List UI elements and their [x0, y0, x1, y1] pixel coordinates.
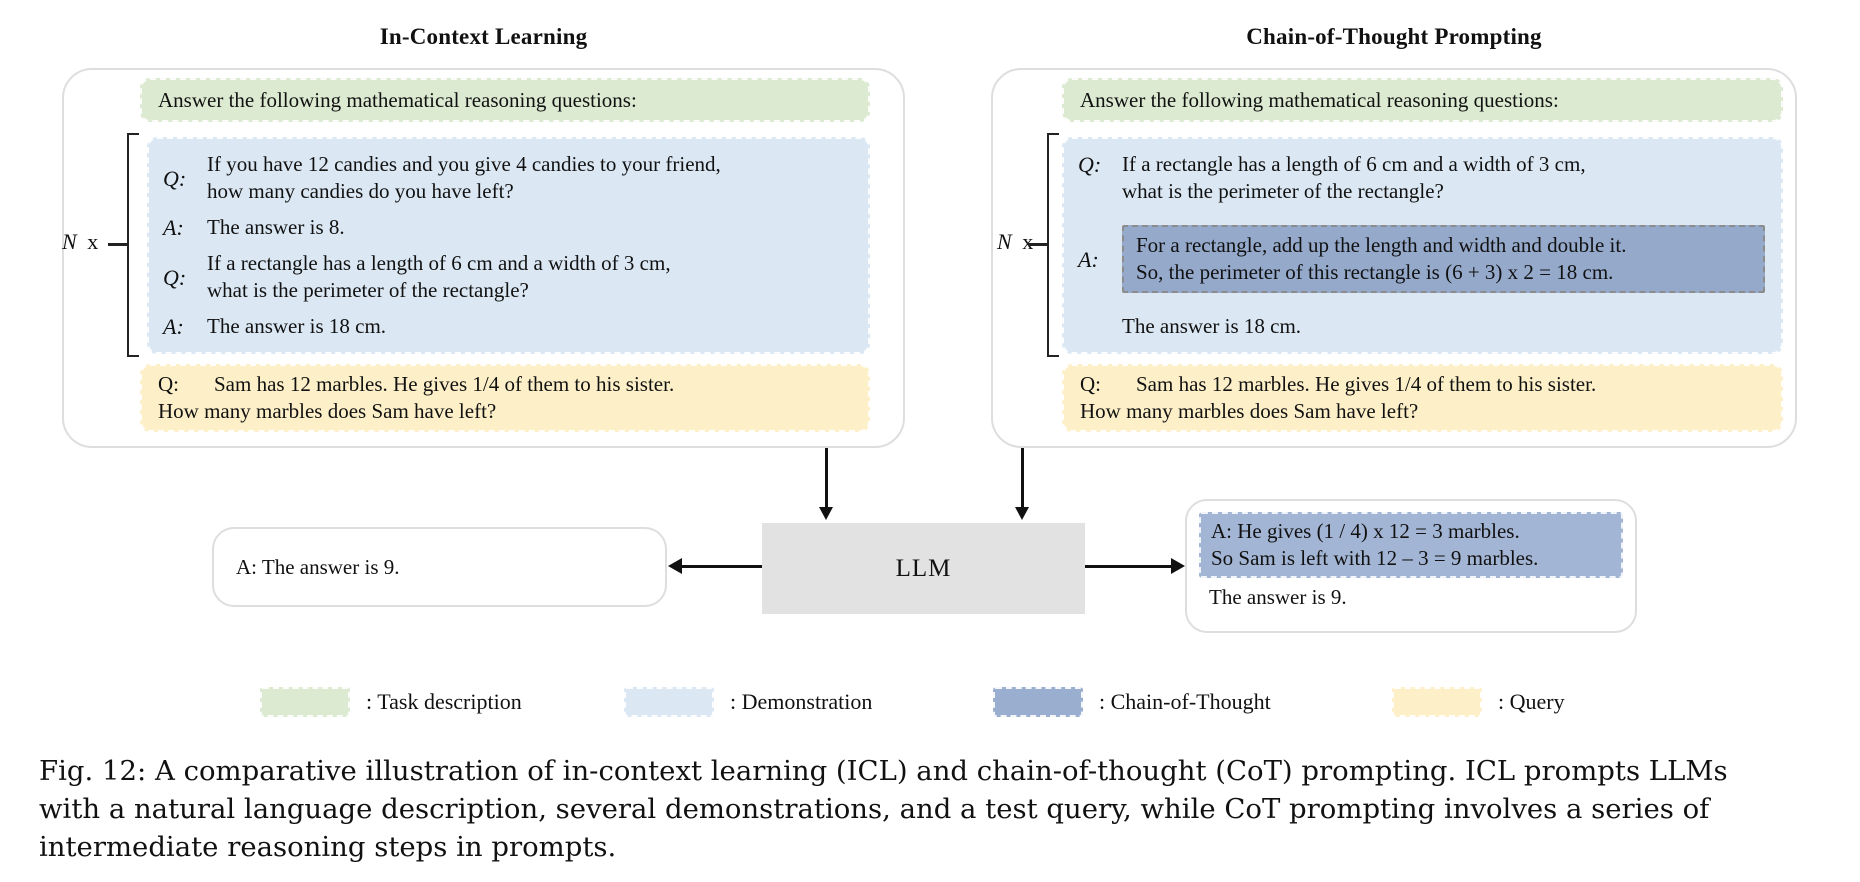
legend-swatch-task [260, 687, 350, 717]
cot-output-reasoning: A: He gives (1 / 4) x 12 = 3 marbles. So… [1199, 512, 1623, 578]
cot-task-text: Answer the following mathematical reason… [1080, 87, 1559, 112]
icl-task-description-box: Answer the following mathematical reason… [140, 78, 870, 122]
legend-chain-of-thought: : Chain-of-Thought [993, 687, 1271, 717]
a-label: A: [163, 314, 184, 339]
legend-query: : Query [1392, 687, 1565, 717]
icl-query-line1: Q: Sam has 12 marbles. He gives 1/4 of t… [158, 371, 852, 398]
a-label: A: [163, 215, 184, 240]
a-label: A: [1078, 246, 1099, 272]
icl-bracket-tick [108, 243, 128, 246]
q-label: Q: [163, 264, 187, 290]
cot-panel: Answer the following mathematical reason… [991, 68, 1797, 448]
cot-query-box: Q: Sam has 12 marbles. He gives 1/4 of t… [1062, 364, 1783, 432]
legend-task-description: : Task description [260, 687, 522, 717]
cot-task-description-box: Answer the following mathematical reason… [1062, 78, 1783, 122]
arrow-cot-to-llm [1016, 448, 1028, 520]
figure-caption: Fig. 12: A comparative illustration of i… [39, 755, 1728, 863]
cot-demo-a: A: For a rectangle, add up the length an… [1078, 225, 1767, 293]
q-label: Q: [163, 165, 187, 191]
cot-query-text1: Sam has 12 marbles. He gives 1/4 of them… [1136, 372, 1597, 396]
q2-text: If a rectangle has a length of 6 cm and … [207, 251, 671, 302]
icl-output-text: A: The answer is 9. [236, 554, 400, 579]
cot-title: Chain-of-Thought Prompting [1246, 24, 1542, 49]
icl-task-text: Answer the following mathematical reason… [158, 87, 637, 112]
legend-demonstration: : Demonstration [624, 687, 872, 717]
q-label: Q: [1080, 372, 1101, 396]
cot-bracket-tick [1028, 243, 1048, 246]
cot-output-answer: The answer is 9. [1209, 585, 1347, 609]
legend-swatch-query [1392, 687, 1482, 717]
q-label: Q: [158, 372, 179, 396]
icl-demonstration-box: Q: If you have 12 candies and you give 4… [147, 137, 870, 354]
legend-label-query: : Query [1498, 689, 1565, 714]
cot-n-times-label: N x [997, 229, 1034, 254]
icl-query-box: Q: Sam has 12 marbles. He gives 1/4 of t… [140, 364, 870, 432]
icl-demo-a1: A: The answer is 8. [163, 214, 854, 241]
cot-demonstration-box: Q: If a rectangle has a length of 6 cm a… [1062, 137, 1783, 354]
cot-q-text: If a rectangle has a length of 6 cm and … [1122, 152, 1586, 203]
q-label: Q: [1078, 152, 1102, 177]
cot-demo-answer: The answer is 18 cm. [1122, 314, 1302, 338]
icl-demo-q1: Q: If you have 12 candies and you give 4… [163, 151, 854, 205]
a2-text: The answer is 18 cm. [207, 314, 387, 338]
llm-box: LLM [762, 523, 1085, 614]
cot-output-box: A: He gives (1 / 4) x 12 = 3 marbles. So… [1185, 499, 1637, 633]
icl-title: In-Context Learning [379, 24, 588, 49]
icl-output-box: A: The answer is 9. [212, 527, 667, 607]
cot-reasoning-box: For a rectangle, add up the length and w… [1122, 225, 1765, 293]
legend-swatch-demonstration [624, 687, 714, 717]
icl-n-times-label: N x [62, 229, 99, 254]
cot-demo-q: Q: If a rectangle has a length of 6 cm a… [1078, 151, 1767, 205]
arrow-llm-to-cot-output [1085, 559, 1185, 573]
icl-panel: Answer the following mathematical reason… [62, 68, 905, 448]
icl-query-text1: Sam has 12 marbles. He gives 1/4 of them… [214, 372, 675, 396]
arrow-llm-to-icl-output [668, 559, 762, 573]
icl-demo-q2: Q: If a rectangle has a length of 6 cm a… [163, 250, 854, 304]
cot-query-line1: Q: Sam has 12 marbles. He gives 1/4 of t… [1080, 371, 1765, 398]
legend-label-task: : Task description [366, 689, 522, 714]
icl-query-line2: How many marbles does Sam have left? [158, 399, 497, 423]
icl-demo-a2: A: The answer is 18 cm. [163, 313, 854, 340]
cot-query-line2: How many marbles does Sam have left? [1080, 399, 1419, 423]
legend-label-demonstration: : Demonstration [730, 689, 873, 714]
a1-text: The answer is 8. [207, 215, 345, 239]
q1-text: If you have 12 candies and you give 4 ca… [207, 152, 721, 203]
arrow-icl-to-llm [820, 448, 832, 520]
legend-label-cot: : Chain-of-Thought [1099, 689, 1271, 714]
llm-label: LLM [895, 554, 952, 582]
icl-bracket [127, 133, 139, 357]
cot-bracket [1047, 133, 1059, 357]
legend-swatch-cot [993, 687, 1083, 717]
